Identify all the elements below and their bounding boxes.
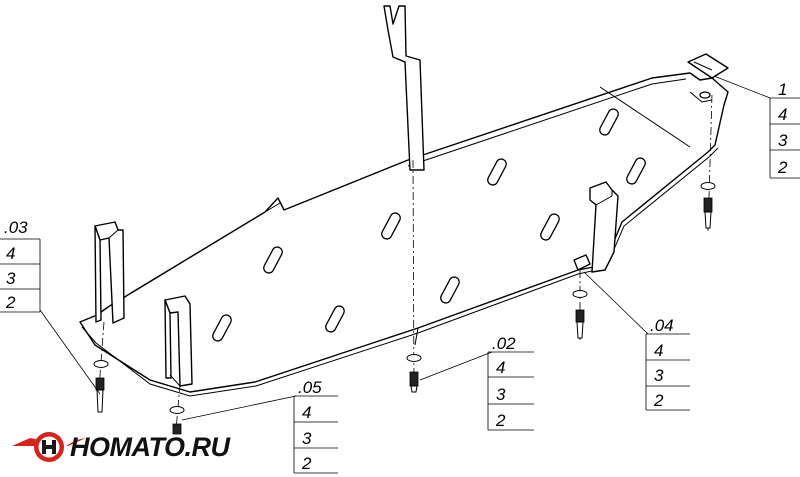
callout-02-item: 4: [496, 358, 505, 377]
callout-05-label: .05: [298, 378, 322, 397]
callout-03-item: 2: [5, 293, 16, 312]
callout-03-item: 3: [6, 269, 16, 288]
bracket-02: [383, 5, 425, 171]
hardware-02: [406, 354, 422, 393]
bracket-03: [94, 221, 125, 324]
callout-03-label: .03: [4, 218, 28, 237]
callout-04-item: 4: [654, 341, 663, 360]
callout-1-item: 3: [778, 131, 788, 150]
hardware-01: [700, 182, 716, 229]
callout-1-item: 2: [777, 158, 788, 177]
bracket-01: [687, 53, 729, 99]
callout-02: .02 4 3 2: [487, 334, 534, 431]
callout-03-item: 4: [6, 244, 15, 263]
callout-1: 1 4 3 2: [769, 80, 800, 179]
callout-05-item: 2: [301, 454, 312, 473]
vent-slots: [212, 108, 646, 342]
callout-04-item: 2: [653, 391, 664, 410]
callout-1-item: 4: [778, 105, 787, 124]
callout-05-item: 4: [302, 403, 311, 422]
callout-1-label: 1: [778, 80, 787, 99]
callout-04-label: .04: [650, 316, 674, 335]
hardware-05: [169, 406, 185, 435]
callout-02-item: 3: [496, 385, 506, 404]
skid-plate: [79, 72, 729, 397]
bracket-04: [573, 181, 619, 273]
leader-lines: [39, 75, 771, 421]
callout-02-item: 2: [495, 411, 506, 430]
bracket-05: [164, 295, 193, 387]
callout-04-item: 3: [654, 366, 664, 385]
callout-03: .03 4 3 2: [0, 218, 41, 313]
callout-04: .04 4 3 2: [645, 316, 690, 411]
callout-05-item: 3: [302, 429, 312, 448]
hardware-03: [93, 360, 109, 413]
callout-02-label: .02: [492, 334, 516, 353]
hardware-04: [572, 290, 588, 339]
callout-05: .05 4 3 2: [293, 378, 338, 474]
homato-logo: HOMATO.RU: [12, 432, 232, 462]
logo-text: HOMATO.RU: [70, 432, 231, 462]
